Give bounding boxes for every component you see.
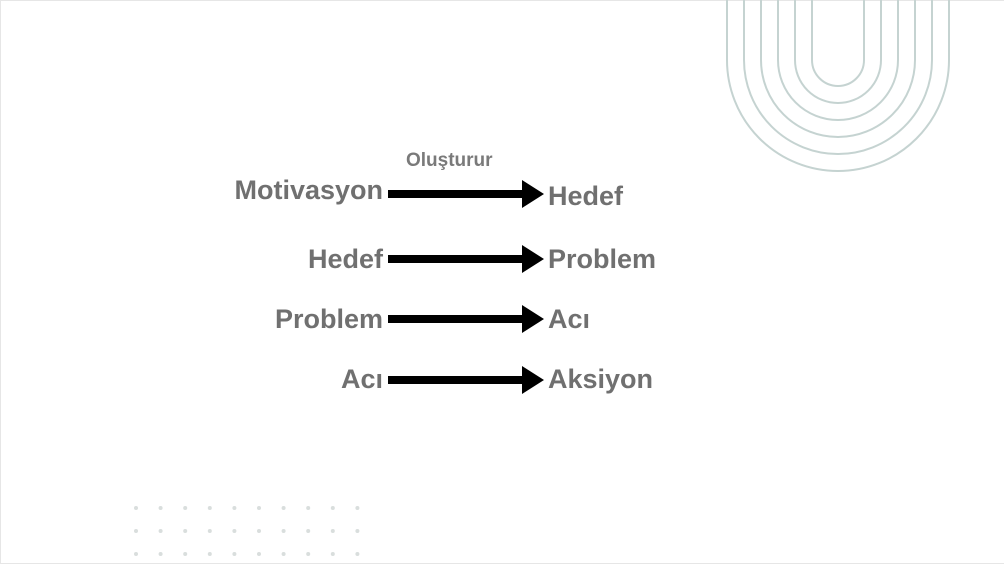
grid-dot xyxy=(330,506,335,510)
row-1-source: Motivasyon xyxy=(234,175,383,205)
row-4-source: Acı xyxy=(340,364,383,394)
arch-2 xyxy=(743,0,933,155)
row-3-source: Problem xyxy=(274,304,383,334)
grid-dot xyxy=(306,552,311,556)
arch-6 xyxy=(811,0,865,87)
arch-5 xyxy=(794,0,882,104)
grid-dot xyxy=(183,506,188,510)
arrow-caption: Oluşturur xyxy=(406,150,493,171)
grid-dot xyxy=(134,552,138,556)
arch-1 xyxy=(726,0,950,172)
row-4-target: Aksiyon xyxy=(548,364,654,394)
row-2-target: Problem xyxy=(548,244,657,274)
row-1-arrow xyxy=(388,180,544,208)
row-1-target: Hedef xyxy=(548,181,624,211)
grid-dot xyxy=(281,529,286,533)
grid-dot xyxy=(158,552,163,556)
grid-dot xyxy=(355,506,360,510)
grid-dot xyxy=(158,506,163,510)
grid-dot xyxy=(355,529,360,533)
grid-dot xyxy=(232,552,237,556)
grid-dot xyxy=(232,506,237,510)
row-2-arrow xyxy=(388,245,544,273)
grid-dot xyxy=(281,552,286,556)
grid-dot xyxy=(134,506,138,510)
arch-3 xyxy=(760,0,916,138)
row-3-arrow xyxy=(388,305,544,333)
grid-dot xyxy=(207,529,212,533)
grid-dot xyxy=(306,506,311,510)
row-4-arrow xyxy=(388,366,544,394)
grid-dot xyxy=(158,529,163,533)
grid-dot xyxy=(207,506,212,510)
arch-4 xyxy=(777,0,899,121)
grid-dot xyxy=(306,529,311,533)
grid-dot xyxy=(183,529,188,533)
grid-dot xyxy=(232,529,237,533)
grid-dot xyxy=(257,506,261,510)
grid-dot xyxy=(257,529,261,533)
row-2-source: Hedef xyxy=(307,244,383,274)
grid-dot xyxy=(355,552,360,556)
grid-dot xyxy=(257,552,261,556)
grid-dot xyxy=(207,552,212,556)
grid-dot xyxy=(281,506,286,510)
grid-dot xyxy=(330,552,335,556)
row-3-target: Acı xyxy=(548,304,591,334)
grid-dot xyxy=(330,529,335,533)
grid-dot xyxy=(134,529,138,533)
grid-dot xyxy=(183,552,188,556)
